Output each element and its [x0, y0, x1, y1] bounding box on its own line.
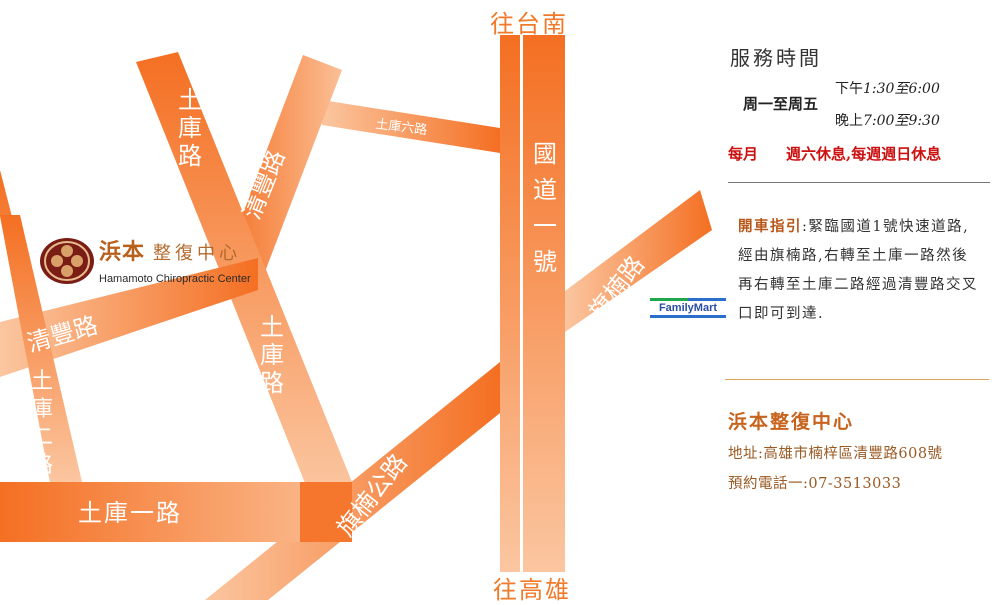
label-tuku-yi: 土庫一路: [78, 499, 182, 527]
clinic-name-rest: 整復中心: [153, 243, 242, 264]
road-label-char: 國: [533, 140, 557, 168]
road-label-char: 土: [31, 369, 53, 394]
road-label-char: 路: [178, 142, 202, 170]
road-tuku-liu: [322, 100, 500, 153]
road-label-char: 路: [260, 369, 284, 397]
familymart-landmark: FamilyMart: [650, 298, 726, 318]
label-freeway-1: 國道一號: [533, 140, 557, 276]
hours-afternoon: 下午1:30至6:00: [835, 81, 940, 97]
divider: [728, 182, 990, 183]
road-label-char: 土: [178, 86, 202, 114]
road-label-char: 號: [533, 248, 557, 276]
label-tuku-upper: 土庫路: [178, 86, 202, 170]
road-label-char: 路: [31, 453, 53, 478]
hours-evening: 晚上7:00至9:30: [835, 113, 940, 129]
direction-north: 往台南: [490, 10, 568, 38]
label-tuku-liu: 土庫六路: [375, 116, 429, 138]
label-tuku-lower: 土庫路: [260, 313, 284, 397]
closed-days: 每月週六休息,每週週日休息: [728, 145, 942, 163]
hours-days: 周一至周五: [743, 95, 819, 113]
label-tuku-er: 土庫二路: [31, 369, 53, 478]
hours-title: 服務時間: [730, 46, 822, 70]
driving-directions: 開車指引:緊臨國道1號快速道路,經由旗楠路,右轉至土庫一路然後再右轉至土庫二路經…: [738, 212, 980, 329]
footer-clinic-name: 浜本整復中心: [728, 411, 855, 433]
road-tuku-yi: [0, 482, 352, 542]
clinic-name: 浜本整復中心: [99, 234, 241, 266]
road-label-char: 庫: [178, 114, 202, 142]
direction-south: 往高雄: [493, 576, 571, 604]
road-qinan-gong: [205, 362, 500, 600]
driving-label: 開車指引: [738, 218, 802, 235]
road-label-char: 庫: [31, 397, 53, 422]
road-qinan: [565, 190, 712, 332]
road-qingfeng-lower: [0, 258, 258, 377]
clinic-name-bold: 浜本: [99, 239, 146, 265]
clinic-phone: 預約電話一:07-3513033: [728, 476, 902, 492]
road-label-char: 一: [533, 212, 557, 240]
road-label-char: 二: [31, 425, 53, 450]
road-label-char: 道: [533, 176, 557, 204]
divider: [725, 379, 989, 380]
familymart-label: FamilyMart: [658, 302, 718, 314]
clinic-logo-icon: [40, 238, 94, 284]
clinic-address: 地址:高雄市楠梓區清豐路608號: [728, 446, 943, 462]
driving-text: :緊臨國道1號快速道路,經由旗楠路,右轉至土庫一路然後再右轉至土庫二路經過清豐路…: [738, 219, 978, 322]
road-label-char: 土: [260, 313, 284, 341]
road-tuku-er-lower: [0, 215, 82, 482]
clinic-name-en: Hamamoto Chiropractic Center: [99, 273, 251, 285]
road-label-char: 庫: [260, 341, 284, 369]
